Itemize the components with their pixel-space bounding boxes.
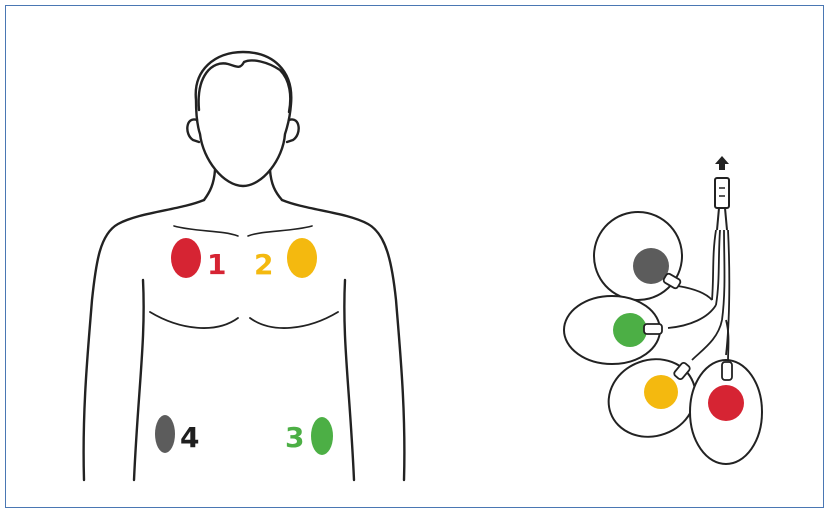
- cable-bundle: [717, 208, 727, 230]
- left-clavicle: [174, 226, 238, 236]
- right-clavicle: [248, 226, 312, 236]
- pad-red-center: [708, 385, 744, 421]
- ecg-cable: [564, 156, 762, 464]
- electrode-1-label: 1: [207, 248, 226, 281]
- arrow-up-icon: [715, 156, 729, 170]
- head-outline: [196, 52, 292, 186]
- electrode-2-label: 2: [254, 248, 273, 281]
- electrode-3-dot: [311, 417, 333, 455]
- electrode-1-dot: [171, 238, 201, 278]
- left-pectoral: [150, 312, 238, 328]
- neck-left: [204, 170, 215, 200]
- cable-connector: [715, 178, 729, 208]
- neck-right: [270, 170, 282, 200]
- left-torso-side: [134, 280, 144, 480]
- electrode-3-label: 3: [285, 421, 304, 454]
- pad-green-center: [613, 313, 647, 347]
- electrode-4-label: 4: [180, 421, 199, 454]
- electrode-4-dot: [155, 415, 175, 453]
- electrode-2-dot: [287, 238, 317, 278]
- hair-outline: [199, 60, 291, 112]
- torso-figure: [84, 52, 405, 480]
- right-pectoral: [250, 312, 338, 328]
- right-torso-side: [344, 280, 354, 480]
- pad-yellow-center: [644, 375, 678, 409]
